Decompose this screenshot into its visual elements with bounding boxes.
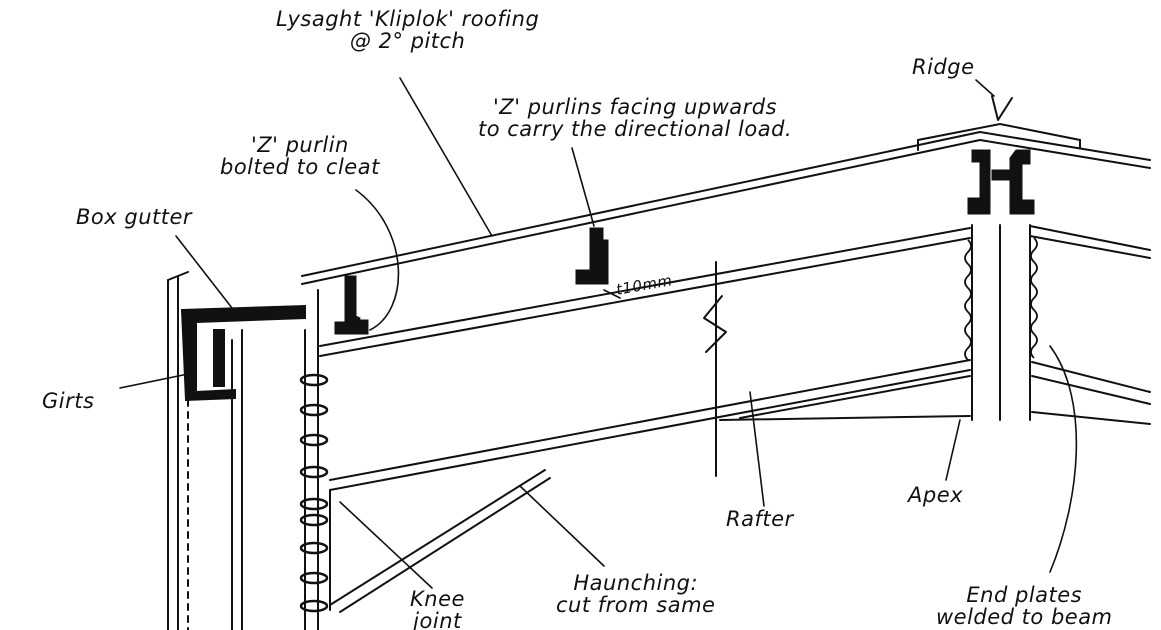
rafter-bottom-flange	[329, 359, 971, 481]
leader-apex	[945, 419, 961, 481]
label-rafter: Rafter	[726, 508, 794, 530]
leader-ridge	[975, 79, 995, 97]
label-apex: Apex	[908, 484, 963, 506]
label-girts-text: Girts	[42, 389, 95, 413]
label-roofing-line2: @ 2° pitch	[349, 29, 466, 54]
leader-rafter	[749, 391, 765, 507]
column-top	[167, 271, 189, 281]
label-z-purlin-line2: bolted to cleat	[220, 155, 380, 180]
apex-welds	[964, 237, 1038, 361]
label-knee: Knee joint	[410, 588, 465, 630]
ridge-cap	[917, 122, 1081, 151]
rafter-bottom-flange-inner	[329, 369, 971, 491]
leader-box-gutter	[175, 235, 233, 309]
label-roofing-line1: Lysaght 'Kliplok' roofing	[276, 7, 540, 31]
label-rafter-text: Rafter	[726, 507, 794, 531]
rafter-top-right-inner	[1029, 235, 1151, 259]
label-knee-line1: Knee	[410, 587, 465, 611]
label-haunching-line1: Haunching:	[573, 571, 699, 595]
rafter-top-flange-inner	[319, 237, 971, 357]
haunch-brace-2	[339, 477, 551, 613]
label-ridge: Ridge	[912, 56, 975, 78]
rafter-top-right	[1029, 225, 1151, 251]
roof-sheet	[301, 131, 1151, 277]
label-apex-text: Apex	[908, 483, 964, 507]
label-end-plates-line1: End plates	[966, 583, 1083, 607]
label-box-gutter-text: Box gutter	[76, 205, 193, 229]
label-knee-line2: joint	[413, 609, 462, 630]
leader-z-purlin	[355, 189, 400, 331]
label-girts: Girts	[42, 390, 94, 412]
haunch-brace	[329, 469, 546, 606]
roof-sheet-under	[301, 139, 1151, 285]
rafter-bottom-right	[1031, 361, 1151, 393]
ridge-arrow	[991, 95, 1013, 121]
label-end-plates-line2: welded to beam	[936, 605, 1113, 630]
label-z-purlin: 'Z' purlin bolted to cleat	[220, 134, 380, 178]
z-purlins	[334, 149, 1035, 335]
leader-roofing	[399, 77, 493, 237]
leader-knee	[339, 501, 433, 589]
leader-end-plates	[1049, 345, 1078, 573]
box-gutter	[180, 304, 306, 402]
label-purlins-up-line2: to carry the directional load.	[478, 117, 793, 142]
leader-girts	[119, 373, 189, 389]
knee-bolts	[299, 373, 329, 613]
label-end-plates: End plates welded to beam	[936, 584, 1113, 628]
leader-thickness	[603, 289, 621, 299]
break-zigzag	[703, 295, 727, 353]
label-z-purlin-line1: 'Z' purlin	[250, 133, 349, 157]
rafter-top-flange	[319, 227, 971, 347]
haunch-apex-lower	[719, 411, 1151, 425]
leader-haunching	[519, 485, 605, 567]
label-haunching-line2: cut from same	[556, 593, 716, 618]
label-haunching: Haunching: cut from same	[556, 572, 715, 616]
haunch-apex-slope	[739, 375, 971, 419]
label-purlins-up: 'Z' purlins facing upwards to carry the …	[478, 96, 792, 140]
label-ridge-text: Ridge	[912, 55, 975, 79]
label-roofing: Lysaght 'Kliplok' roofing @ 2° pitch	[276, 8, 539, 52]
rafter-bottom-right-2	[1031, 375, 1151, 405]
label-box-gutter: Box gutter	[76, 206, 192, 228]
label-purlins-up-line1: 'Z' purlins facing upwards	[493, 95, 778, 119]
leader-purlins-up	[571, 147, 595, 227]
